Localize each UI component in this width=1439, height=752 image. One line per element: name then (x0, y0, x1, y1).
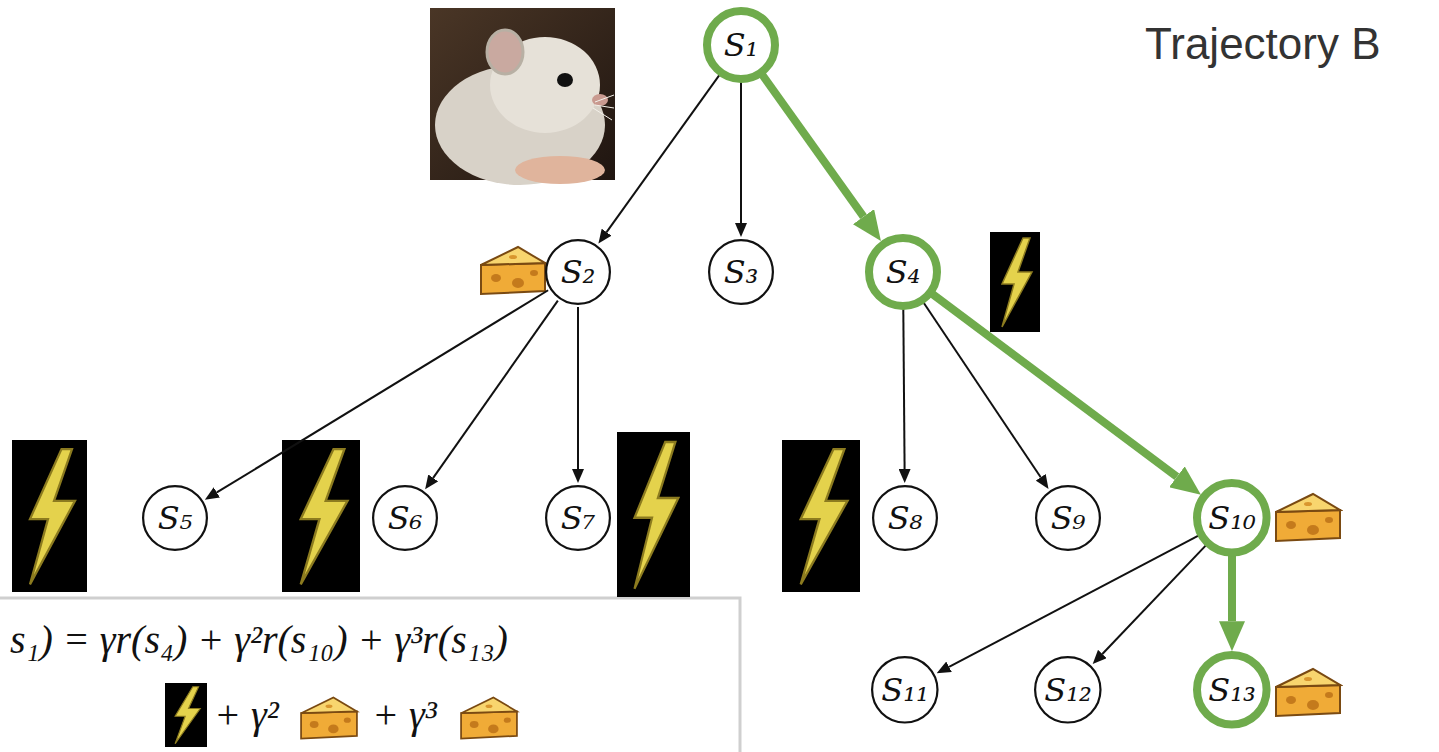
cheese-icon (1276, 669, 1340, 716)
circle-shape (373, 486, 437, 550)
transition-arrow (433, 301, 558, 478)
shock-icon (12, 440, 87, 592)
state-circle: S₅ (142, 485, 208, 551)
equation-box (0, 598, 740, 752)
shock-icon (782, 440, 860, 592)
transition-arrow (217, 290, 548, 492)
state-label: S₁₁ (881, 674, 929, 706)
shock-icon (990, 232, 1040, 332)
value-equation: s₁) = γr(s₄) + γ²r(s₁₀) + γ³r(s₁₃) (10, 618, 508, 662)
state-label: S₁ (724, 29, 759, 61)
circle-shape (1035, 657, 1100, 722)
circle-shape (1036, 486, 1100, 550)
transition-arrow (740, 80, 742, 223)
circle-shape (872, 657, 937, 722)
state-label: S₆ (388, 502, 423, 534)
transition-arrow (903, 307, 904, 469)
transition-arrow (607, 73, 721, 232)
circle-shape (709, 240, 773, 304)
state-circle: S₃ (708, 239, 774, 305)
circle-shape (1197, 655, 1267, 725)
state-label: S₁₃ (1208, 674, 1256, 706)
circle-shape (546, 240, 610, 304)
state-circle: S₄ (870, 239, 936, 305)
circle-shape (546, 486, 610, 550)
equation-term: + γ² (214, 693, 279, 737)
gerbil-ear (487, 30, 523, 74)
transition-arrow (931, 293, 1177, 477)
transition-arrow (1228, 554, 1236, 621)
state-label: S₂ (561, 256, 596, 288)
cheese-icon (481, 247, 545, 294)
state-circle: S₉ (1035, 485, 1101, 551)
shock-icon (165, 683, 207, 747)
state-circle: S₇ (545, 485, 611, 551)
hand (515, 156, 605, 184)
transition-arrow (761, 73, 863, 216)
state-circle: S₁₃ (1198, 656, 1266, 724)
shock-icon (617, 432, 690, 597)
trajectory-title: Trajectory B (1145, 20, 1381, 68)
cheese-icon (461, 697, 517, 738)
state-label: S₇ (561, 502, 596, 534)
transition-arrow (1102, 544, 1207, 654)
gerbil-whiskers (593, 95, 614, 120)
state-label: S₁₂ (1044, 674, 1092, 706)
state-circle: S₁ (708, 12, 774, 78)
state-circle: S₁₂ (1034, 656, 1102, 724)
circle-shape (1197, 483, 1267, 553)
gerbil-photo (430, 8, 615, 185)
transition-arrow (949, 535, 1200, 667)
circle-shape (869, 238, 937, 306)
cheese-icon (301, 697, 357, 738)
circle-shape (143, 486, 207, 550)
state-circle: S₁₀ (1198, 484, 1266, 552)
transition-arrow (577, 307, 579, 469)
equation-term: + γ³ (372, 693, 437, 737)
state-label: S₃ (724, 256, 759, 288)
state-label: S₁₀ (1208, 502, 1256, 534)
gerbil-eye (557, 73, 573, 87)
state-circle: S₆ (372, 485, 438, 551)
state-circle: S₈ (872, 485, 938, 551)
cheese-icon (1276, 494, 1340, 541)
circle-shape (707, 11, 775, 79)
circle-shape (873, 486, 937, 550)
state-circle: S₂ (545, 239, 611, 305)
state-circle: S₁₁ (871, 656, 939, 724)
state-label: S₅ (158, 502, 193, 534)
state-label: S₈ (888, 502, 923, 534)
shock-icon (282, 440, 360, 592)
state-label: S₉ (1051, 502, 1086, 534)
state-label: S₄ (886, 256, 921, 288)
